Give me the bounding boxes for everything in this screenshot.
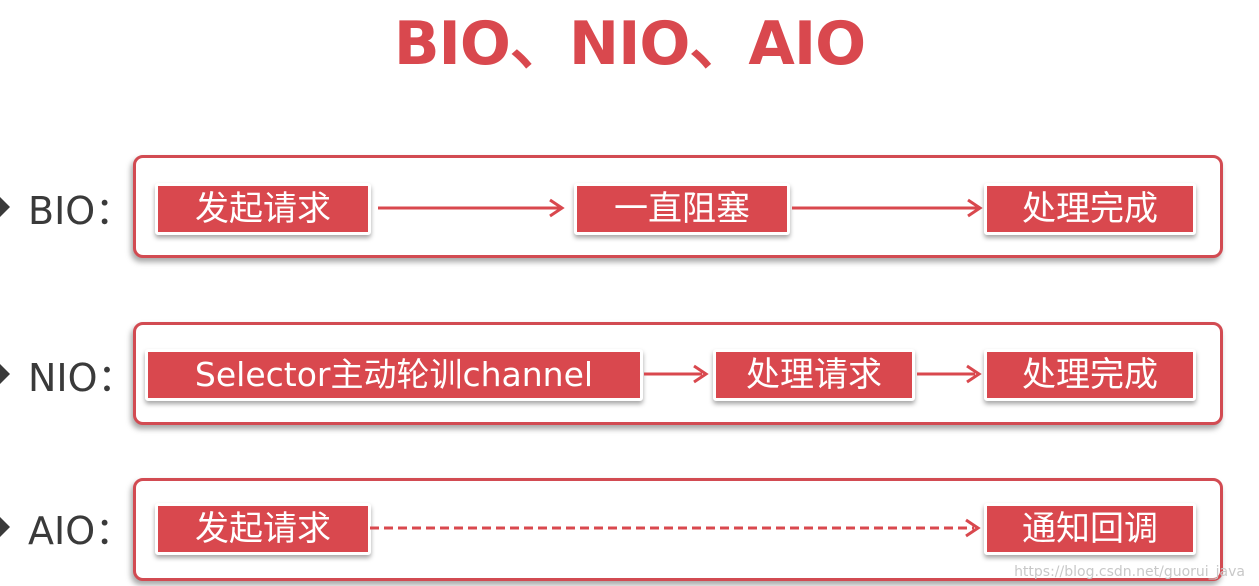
arrow-icon <box>917 364 982 384</box>
bullet-arrow-icon <box>0 197 10 217</box>
arrow-icon <box>378 198 565 218</box>
step-aio-notify-callback: 通知回调 <box>984 503 1196 555</box>
bullet-arrow-icon <box>0 364 10 384</box>
row-label-text: NIO： <box>28 355 136 400</box>
row-label-bio: BIO： <box>0 177 133 237</box>
arrow-icon <box>644 364 709 384</box>
row-label-text: AIO： <box>28 508 134 553</box>
row-label-text: BIO： <box>28 188 134 233</box>
watermark: https://blog.csdn.net/guorui_java <box>1014 564 1245 580</box>
dashed-arrow-icon <box>370 518 981 538</box>
step-nio-handle-request: 处理请求 <box>713 349 915 401</box>
row-label-aio: AIO： <box>0 497 133 557</box>
step-aio-send-request: 发起请求 <box>155 503 371 555</box>
step-bio-complete: 处理完成 <box>984 183 1196 235</box>
row-label-nio: NIO： <box>0 344 136 404</box>
step-nio-complete: 处理完成 <box>984 349 1196 401</box>
step-bio-blocking: 一直阻塞 <box>574 183 790 235</box>
step-nio-selector-poll: Selector主动轮训channel <box>145 349 643 401</box>
arrow-icon <box>792 198 983 218</box>
page-title: BIO、NIO、AIO <box>393 9 866 79</box>
bullet-arrow-icon <box>0 517 10 537</box>
step-bio-send-request: 发起请求 <box>155 183 371 235</box>
